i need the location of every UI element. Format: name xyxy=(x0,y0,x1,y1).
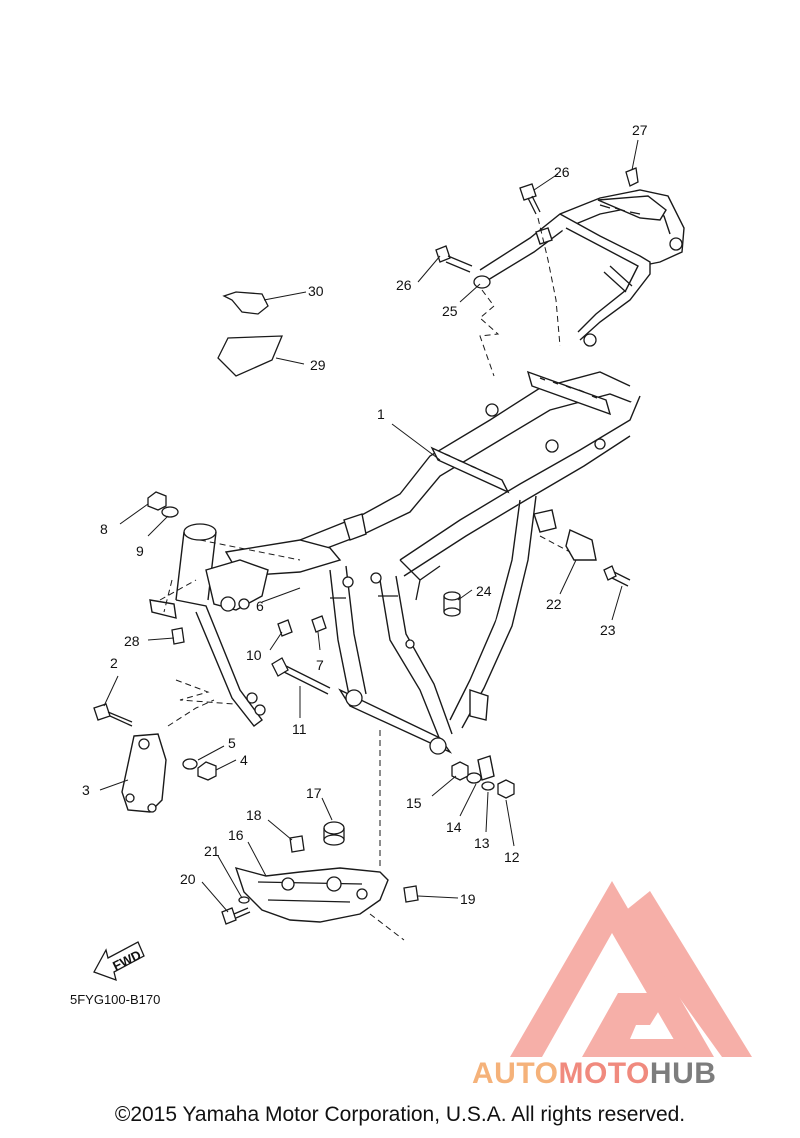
hardware-parts xyxy=(93,167,639,925)
part-label: 18 xyxy=(246,807,262,823)
watermark-text: AUTOMOTOHUB xyxy=(472,1057,716,1091)
part-label: 22 xyxy=(546,596,562,612)
part-label: 23 xyxy=(600,622,616,638)
part-label: 20 xyxy=(180,871,196,887)
part-number-labels: 1 2 3 4 5 6 7 8 9 10 11 12 13 14 15 16 1… xyxy=(82,122,648,907)
part-label: 2 xyxy=(110,655,118,671)
main-frame xyxy=(224,370,641,755)
part-label: 12 xyxy=(504,849,520,865)
part-label: 14 xyxy=(446,819,462,835)
watermark-logo-icon xyxy=(510,881,752,1057)
copyright-notice: ©2015 Yamaha Motor Corporation, U.S.A. A… xyxy=(114,1103,686,1126)
part-label: 28 xyxy=(124,633,140,649)
part-label: 7 xyxy=(316,657,324,673)
part-label: 24 xyxy=(476,583,492,599)
part-label: 30 xyxy=(308,283,324,299)
part-label: 11 xyxy=(292,721,307,737)
part-label: 6 xyxy=(256,598,264,614)
steering-head-bracket xyxy=(149,523,269,727)
part-label: 19 xyxy=(460,891,476,907)
part-label: 4 xyxy=(240,752,248,768)
part-label: 26 xyxy=(554,164,570,180)
part-label: 16 xyxy=(228,827,244,843)
part-label: 3 xyxy=(82,782,90,798)
watermark-word-moto: MOTO xyxy=(558,1057,650,1090)
part-label: 17 xyxy=(306,785,322,801)
part-label: 29 xyxy=(310,357,326,373)
alignment-lines xyxy=(159,217,571,941)
fwd-label: FWD xyxy=(110,947,143,973)
part-label: 21 xyxy=(204,843,220,859)
part-label: 26 xyxy=(396,277,412,293)
fwd-arrow: FWD xyxy=(93,941,145,982)
part-label: 8 xyxy=(100,521,108,537)
part-label: 25 xyxy=(442,303,458,319)
part-label: 10 xyxy=(246,647,262,663)
rear-subframe xyxy=(479,189,685,347)
part-label: 27 xyxy=(632,122,648,138)
part-label: 9 xyxy=(136,543,144,559)
diagram-code: 5FYG100-B170 xyxy=(70,992,160,1007)
watermark-word-auto: AUTO xyxy=(472,1057,559,1090)
part-label: 15 xyxy=(406,795,422,811)
part-label: 1 xyxy=(377,406,385,422)
part-label: 5 xyxy=(228,735,236,751)
leader-lines xyxy=(99,139,639,913)
watermark-word-hub: HUB xyxy=(649,1057,717,1090)
part-label: 13 xyxy=(474,835,490,851)
